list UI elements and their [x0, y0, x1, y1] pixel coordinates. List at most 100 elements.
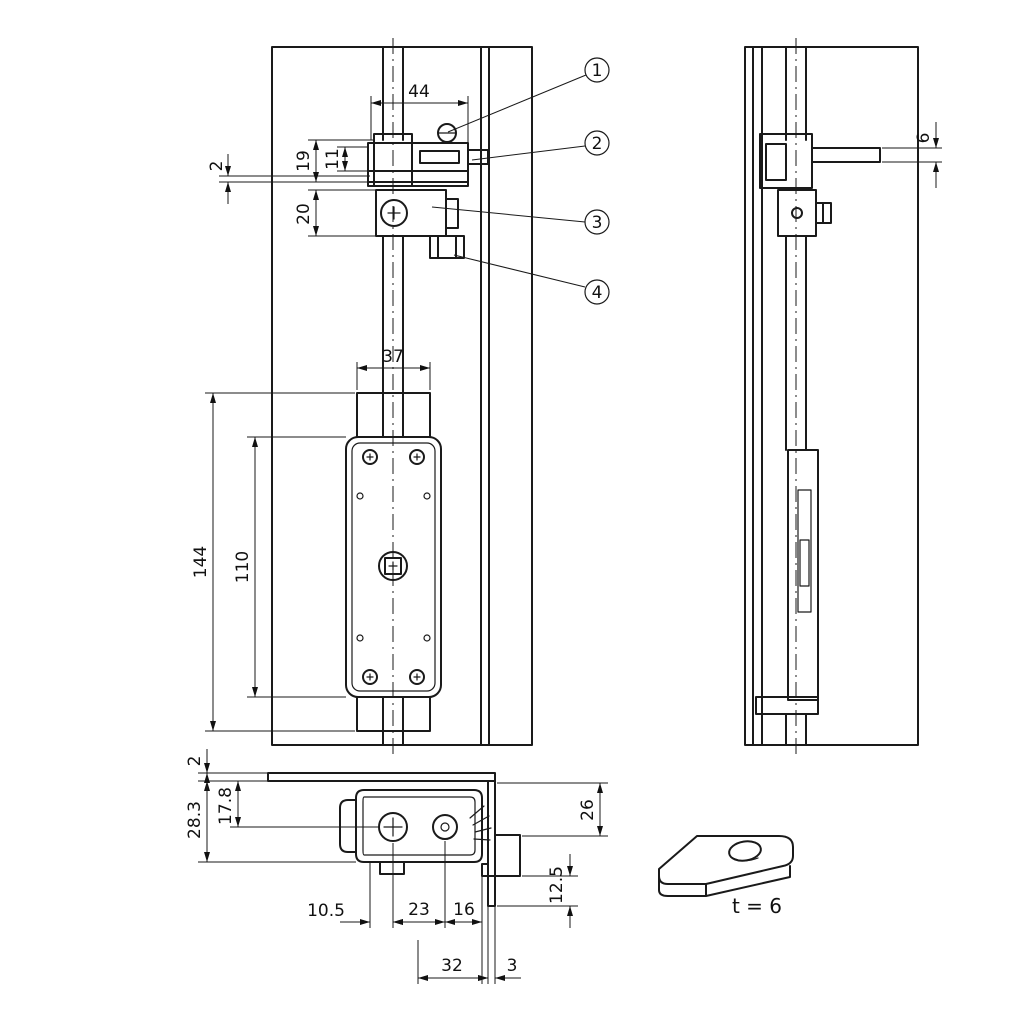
pivot-pin-cross	[387, 206, 401, 220]
dimension-text: 3	[507, 956, 518, 976]
case-inner	[351, 442, 436, 692]
dim-case-length: 144	[191, 392, 355, 732]
dimension-text: 28.3	[185, 801, 205, 839]
callout-circle	[584, 279, 610, 305]
callout-number: 2	[592, 134, 603, 154]
dimension-text: 26	[578, 799, 598, 821]
profile-body-side	[744, 46, 919, 746]
dimension-text: 16	[453, 900, 475, 920]
dimension-text: 32	[441, 956, 463, 976]
dimension-text: 144	[191, 546, 211, 578]
extension-lines	[247, 436, 346, 698]
bracket-body	[355, 789, 483, 863]
side-view	[744, 38, 919, 757]
clip-hole-depth	[730, 856, 759, 862]
clip-top-face	[658, 835, 794, 885]
callout-number: 3	[592, 213, 603, 233]
dimension-text: 10.5	[307, 901, 345, 921]
dimension-text: 110	[233, 551, 253, 583]
end-block	[379, 861, 405, 875]
pivot-block-side	[777, 189, 832, 237]
callout-3: 3	[584, 209, 610, 235]
callouts: 1 2 3 4	[431, 57, 610, 305]
top-mechanism-side	[759, 133, 881, 237]
dimension-text: 2	[185, 756, 205, 767]
extension-lines	[205, 392, 355, 732]
screw-2	[432, 814, 458, 840]
mount-plate	[267, 772, 496, 782]
dim-lever-thickness: 11	[323, 146, 368, 172]
dimension-text: 12.5	[547, 866, 567, 904]
bracket-inner	[362, 796, 476, 856]
callout-circle	[584, 57, 610, 83]
clip-hole	[728, 840, 762, 862]
bottom-view	[267, 772, 521, 907]
case-outer	[345, 436, 442, 698]
extension-lines	[308, 139, 374, 183]
vertical-leg	[487, 780, 496, 907]
dim-overall-depth: 28.3	[185, 773, 356, 863]
dimension-text: 2	[207, 161, 227, 172]
cam-arm-side	[811, 147, 881, 163]
rod-guide-bottom	[356, 696, 431, 732]
rod	[382, 46, 404, 746]
dimension-text: 37	[382, 347, 404, 367]
callout-number: 1	[592, 61, 603, 81]
callout-1: 1	[584, 57, 610, 83]
pivot-pin-side	[791, 207, 803, 219]
dim-plate-offset: 2	[207, 154, 370, 204]
rod-guide-top	[356, 392, 431, 438]
dim-screw-axis-depth: 17.8	[216, 781, 379, 828]
dim-arm-thickness: 6	[882, 122, 942, 188]
striker-plate	[367, 170, 469, 187]
bracket-tab	[339, 799, 357, 853]
dim-bracket-height: 19	[294, 139, 374, 183]
dimension-text: 17.8	[216, 787, 236, 825]
bottom-bracket-side	[755, 696, 819, 746]
dimension-text: 11	[323, 148, 343, 170]
extension-lines	[497, 875, 578, 907]
dim-screw-spacing: 110	[233, 436, 346, 698]
extension-lines	[392, 841, 446, 928]
dim-hook-depth: 12.5	[497, 854, 578, 928]
pivot-assembly	[375, 189, 465, 259]
dimension-text: 6	[914, 133, 934, 144]
extension-lines	[882, 147, 942, 163]
cam-lever	[367, 142, 489, 172]
dimension-text: 20	[294, 203, 314, 225]
dim-screw-pitch: 23	[392, 841, 446, 928]
case-pins	[356, 492, 431, 642]
pivot-pin	[380, 199, 408, 227]
dim-guide-width: 37	[356, 347, 431, 390]
front-view	[271, 38, 533, 757]
extension-lines	[219, 175, 370, 183]
callout-2: 2	[584, 130, 610, 156]
dim-edge-distance: 16	[445, 864, 483, 984]
extension-lines	[198, 772, 268, 782]
spindle-hub	[378, 551, 408, 581]
case-screws	[362, 449, 425, 685]
callout-circle	[584, 209, 610, 235]
hook	[481, 834, 521, 877]
dimension-text: 19	[294, 150, 314, 172]
dim-right-depth: 26	[497, 782, 608, 837]
rod-clamp-side	[759, 133, 813, 189]
callout-4: 4	[584, 279, 610, 305]
lock-nut	[429, 235, 465, 259]
lock-case	[345, 392, 442, 732]
leader-lines	[431, 74, 587, 288]
extension-lines	[497, 782, 608, 837]
screws	[378, 812, 458, 842]
clip-thickness	[658, 865, 791, 897]
callout-number: 4	[592, 283, 603, 303]
thickness-label: t = 6	[732, 894, 782, 918]
dim-top-width: 44	[370, 82, 469, 143]
dim-offset-left: 10.5	[307, 862, 419, 928]
top-mechanism	[367, 123, 489, 187]
detail-part: t = 6	[658, 835, 794, 918]
serration-marks	[469, 805, 492, 841]
dimension-text: 23	[408, 900, 430, 920]
extension-lines	[308, 189, 376, 237]
